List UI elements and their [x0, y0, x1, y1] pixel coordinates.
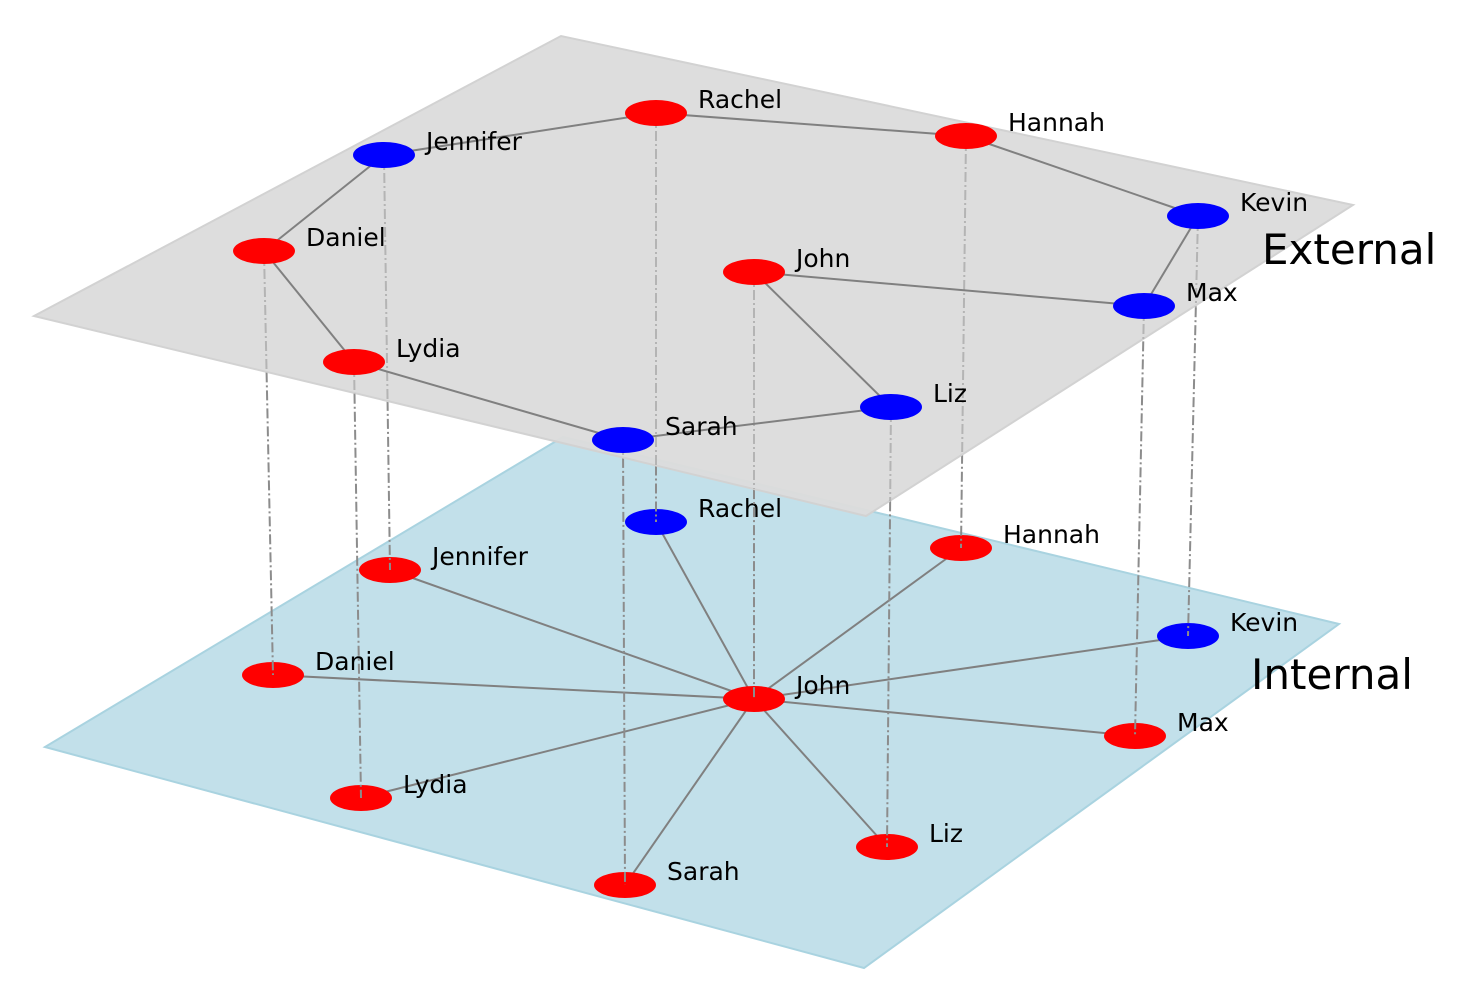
- internal-node-max: [1104, 723, 1166, 749]
- internal-node-label-rachel: Rachel: [698, 494, 782, 523]
- external-layer-plane: [31, 34, 1356, 518]
- internal-node-label-john: John: [794, 671, 850, 700]
- external-node-label-hannah: Hannah: [1008, 108, 1105, 137]
- interlayer-link-hannah-lower: [960, 453, 964, 549]
- external-node-sarah: [592, 427, 654, 453]
- internal-edge-john-kevin: [753, 635, 1189, 700]
- interlayer-link-jennifer-lower: [386, 400, 391, 571]
- external-node-lydia: [323, 349, 385, 375]
- external-edge-sarah-lydia: [353, 361, 624, 441]
- interlayer-link-hannah-upper: [961, 135, 967, 454]
- external-node-label-sarah: Sarah: [665, 412, 738, 441]
- internal-node-label-liz: Liz: [929, 819, 963, 848]
- external-nodes: [233, 100, 1229, 453]
- internal-edge-john-jennifer: [389, 569, 755, 700]
- internal-node-john: [723, 686, 785, 712]
- external-node-label-liz: Liz: [933, 379, 967, 408]
- external-node-john: [723, 259, 785, 285]
- external-layer-label: External: [1262, 225, 1436, 274]
- interlayer-link-liz-upper: [889, 406, 892, 502]
- internal-node-label-hannah: Hannah: [1003, 520, 1100, 549]
- internal-layer-plane: [42, 435, 1342, 970]
- internal-edges: [272, 521, 1189, 886]
- interlayer-link-kevin-upper: [1194, 215, 1199, 308]
- interlayer-link-daniel-upper: [263, 250, 268, 373]
- external-edge-daniel-jennifer: [263, 154, 385, 252]
- external-edge-john-liz: [753, 271, 892, 408]
- external-edge-rachel-hannah: [655, 112, 967, 137]
- internal-node-label-daniel: Daniel: [315, 647, 395, 676]
- external-node-max: [1113, 293, 1175, 319]
- external-node-hannah: [935, 123, 997, 149]
- external-node-kevin: [1167, 203, 1229, 229]
- internal-edge-john-liz: [753, 698, 888, 848]
- external-node-label-max: Max: [1186, 278, 1238, 307]
- interlayer-link-max-lower: [1134, 341, 1145, 737]
- external-edges: [263, 112, 1199, 441]
- interlayer-links-lower: [265, 307, 1197, 886]
- internal-edge-john-hannah: [753, 547, 962, 700]
- external-edge-lydia-daniel: [263, 250, 355, 363]
- internal-layer-label: Internal: [1251, 650, 1413, 699]
- interlayer-link-liz-lower: [886, 501, 892, 848]
- external-edge-kevin-max: [1143, 215, 1199, 307]
- internal-node-label-kevin: Kevin: [1230, 608, 1298, 637]
- internal-node-label-sarah: Sarah: [667, 857, 740, 886]
- interlayer-link-kevin-lower: [1187, 307, 1197, 637]
- internal-edge-john-rachel: [655, 521, 755, 700]
- internal-node-labels: RachelHannahJenniferKevinDanielJohnMaxLy…: [315, 494, 1298, 886]
- external-node-jennifer: [353, 142, 415, 168]
- external-edge-jennifer-rachel: [383, 112, 657, 156]
- internal-edge-john-max: [753, 698, 1136, 737]
- internal-edge-john-sarah: [624, 698, 755, 886]
- internal-node-label-lydia: Lydia: [403, 770, 468, 799]
- interlayer-links-upper: [263, 113, 1199, 502]
- external-node-label-rachel: Rachel: [698, 85, 782, 114]
- internal-node-label-jennifer: Jennifer: [430, 542, 529, 571]
- external-node-rachel: [625, 100, 687, 126]
- external-edge-hannah-kevin: [965, 135, 1199, 217]
- external-node-label-lydia: Lydia: [396, 334, 461, 363]
- interlayer-link-jennifer-upper: [383, 154, 389, 401]
- external-edge-liz-sarah: [622, 406, 892, 441]
- internal-edge-john-daniel: [272, 674, 755, 700]
- interlayer-link-sarah-lower: [622, 457, 626, 886]
- external-node-labels: RachelHannahJenniferKevinDanielJohnMaxLy…: [306, 85, 1308, 441]
- external-node-label-jennifer: Jennifer: [424, 127, 523, 156]
- external-node-label-daniel: Daniel: [306, 223, 386, 252]
- internal-node-label-max: Max: [1177, 708, 1229, 737]
- external-edge-max-john: [753, 271, 1145, 307]
- external-node-daniel: [233, 238, 295, 264]
- external-node-liz: [860, 394, 922, 420]
- interlayer-link-daniel-lower: [265, 372, 274, 676]
- internal-edge-john-lydia: [360, 698, 755, 799]
- external-node-label-kevin: Kevin: [1240, 188, 1308, 217]
- external-node-label-john: John: [794, 244, 850, 273]
- interlayer-link-lydia-lower: [353, 393, 362, 799]
